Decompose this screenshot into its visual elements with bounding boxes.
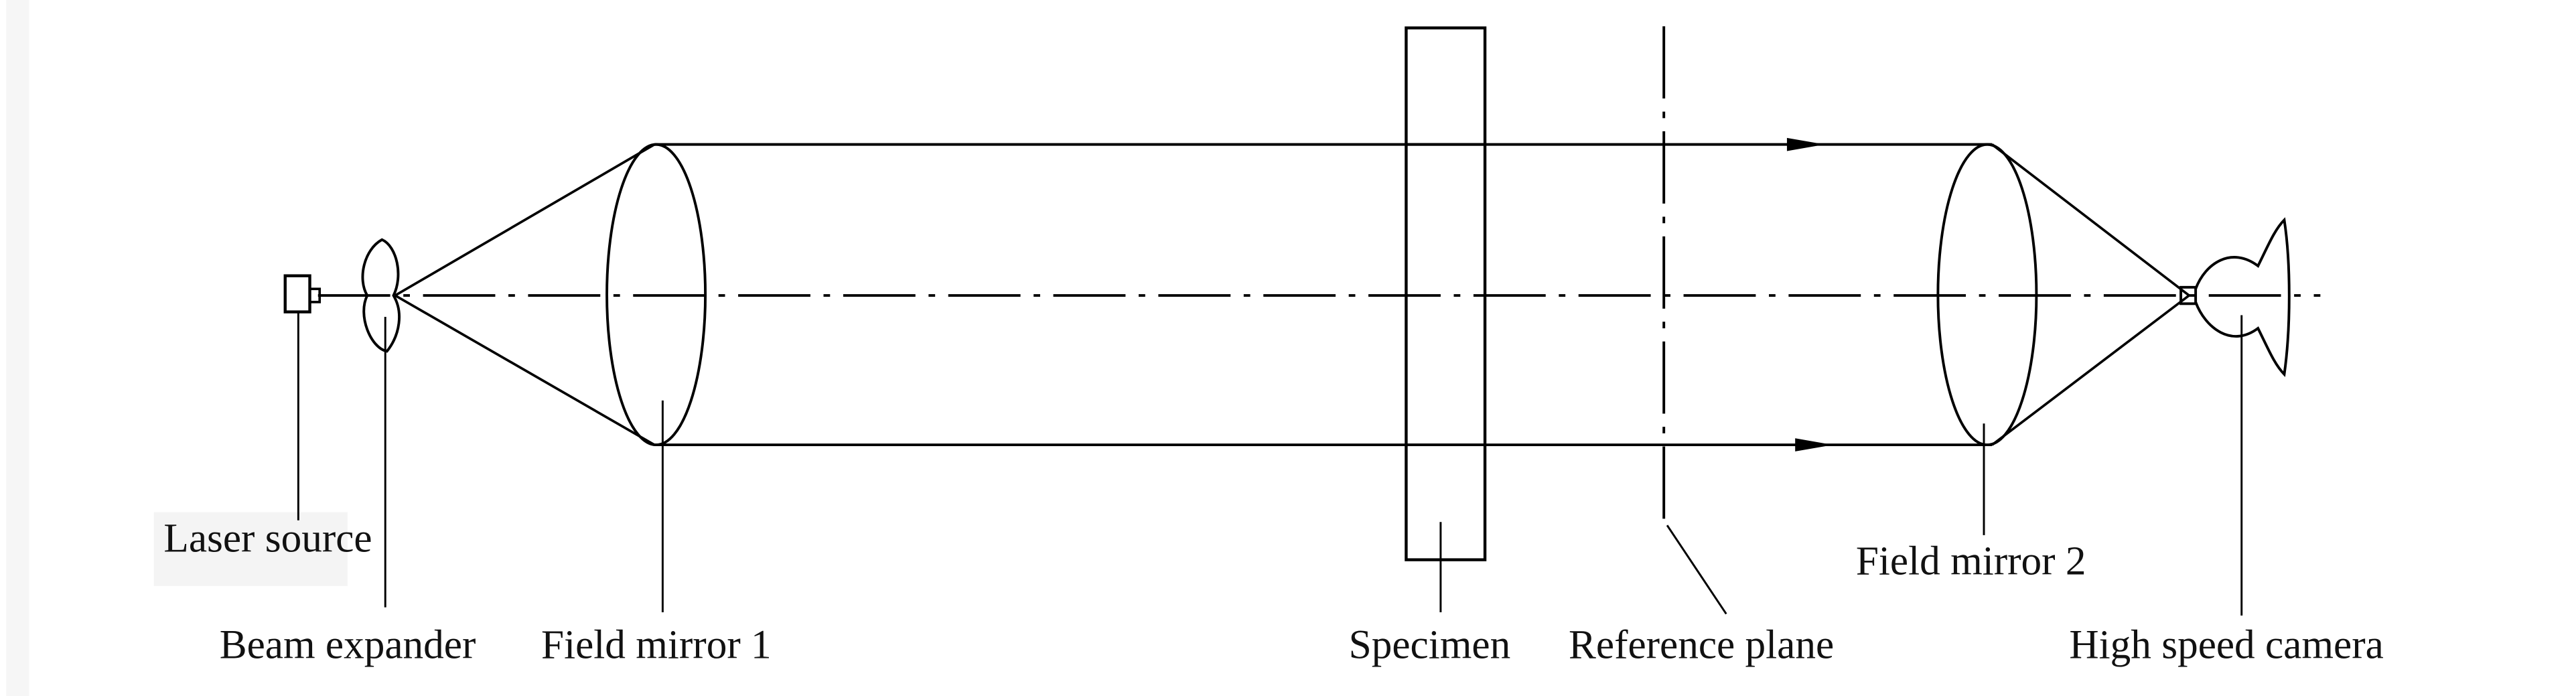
high-speed-camera-icon (2179, 217, 2291, 377)
label-laser-source: Laser source (163, 515, 372, 561)
laser-label-backdrop (153, 512, 348, 586)
specimen-block (1405, 26, 1487, 561)
left-margin-shade (6, 0, 29, 696)
beam-expander-icon (361, 238, 401, 353)
laser-source-icon (283, 274, 321, 314)
label-high-speed-camera: High speed camera (2069, 622, 2383, 668)
label-specimen: Specimen (1349, 622, 1511, 668)
label-reference-plane: Reference plane (1569, 622, 1834, 668)
label-field-mirror-1: Field mirror 1 (541, 622, 772, 668)
label-beam-expander: Beam expander (220, 622, 476, 668)
beam-direction-arrow-top (1786, 137, 1825, 151)
field-mirror-2-icon (1936, 143, 2038, 447)
converging-beam-lines (1991, 143, 2190, 446)
label-field-mirror-2: Field mirror 2 (1856, 539, 2086, 584)
leader-lines (297, 311, 2243, 616)
beam-direction-arrow-bottom (1795, 438, 1833, 451)
parallel-beam-lines (654, 143, 1993, 447)
leader-reference-plane (1666, 525, 1727, 615)
diverging-beam-lines (395, 143, 656, 446)
